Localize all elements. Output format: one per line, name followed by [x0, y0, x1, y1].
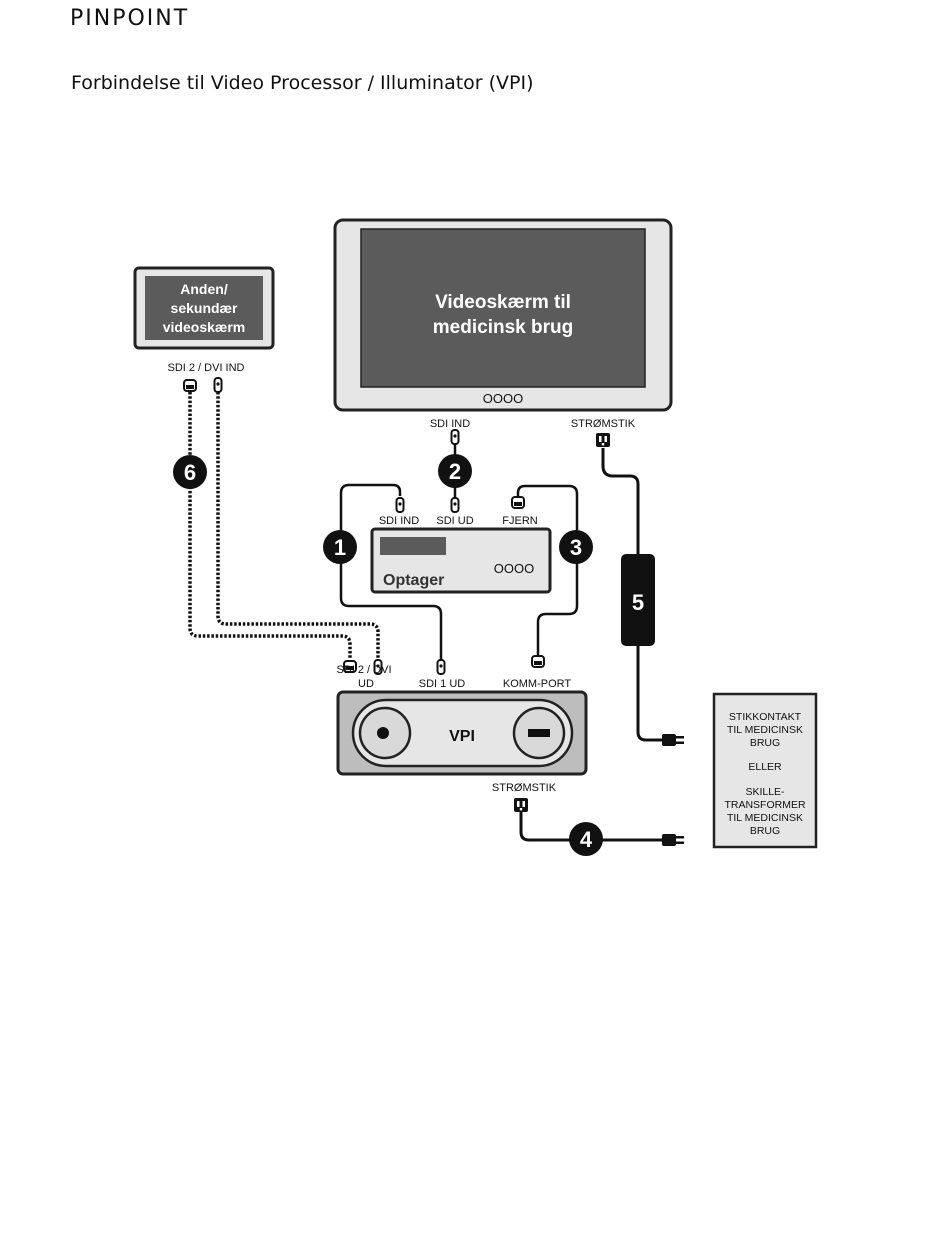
outlet-text-line8: BRUG: [750, 825, 780, 837]
outlet-text-line3: BRUG: [750, 737, 780, 749]
outlet-text-line6: TRANSFORMER: [724, 799, 806, 811]
label-vpi-comm: KOMM-PORT: [503, 678, 572, 690]
cable-5: [601, 448, 664, 742]
cable-4: [519, 812, 664, 842]
power-outlet-box: STIKKONTAKT TIL MEDICINSK BRUG ELLER SKI…: [712, 692, 818, 849]
vpi-power-plug: [514, 798, 528, 812]
callout-4: 4: [569, 822, 603, 856]
label-recorder-remote: FJERN: [502, 515, 538, 527]
callout-4-number: 4: [580, 827, 593, 852]
outlet-text-line7: TIL MEDICINSK: [727, 812, 803, 824]
callout-2-number: 2: [449, 459, 461, 484]
vpi-label: VPI: [449, 728, 475, 745]
vpi-unit: VPI: [336, 690, 588, 776]
callout-5-number: 5: [632, 590, 644, 615]
monitor-power-plug: [596, 433, 610, 447]
outlet-text-line4: ELLER: [748, 761, 782, 773]
callout-2: 2: [438, 454, 472, 488]
power-adapter: [621, 554, 655, 646]
page-title: Forbindelse til Video Processor / Illumi…: [71, 72, 534, 94]
label-vpi-power: STRØMSTIK: [492, 782, 557, 794]
secondary-monitor: Anden/ sekundær videoskærm: [133, 266, 275, 350]
recorder-label: Optager: [383, 572, 444, 589]
callout-1: 1: [323, 530, 357, 564]
callout-6: 6: [173, 455, 207, 489]
secondary-label-line2: sekundær: [171, 300, 238, 316]
vpi-sdi1-connector: [436, 659, 446, 675]
label-monitor-power: STRØMSTIK: [571, 418, 636, 430]
outlet-plug-5: [662, 734, 684, 746]
recorder-sdi-in-connector: [395, 497, 405, 513]
label-recorder-sdi-in: SDI IND: [379, 515, 419, 527]
label-vpi-sdi2-line2: UD: [358, 678, 374, 690]
monitor-buttons: OOOO: [483, 391, 523, 406]
recorder-remote-connector: [511, 496, 525, 509]
callout-5: 5: [632, 590, 644, 615]
cable-6b: [216, 392, 380, 660]
recorder-sdi-out-connector: [450, 497, 460, 513]
cables: [188, 392, 664, 842]
callout-6-number: 6: [184, 460, 196, 485]
label-recorder-sdi-out: SDI UD: [436, 515, 473, 527]
vpi-comm-connector: [531, 655, 545, 668]
secondary-label-line1: Anden/: [180, 281, 228, 297]
outlet-plug-4: [662, 834, 684, 846]
outlet-text-line5: SKILLE-: [745, 786, 785, 798]
secondary-dvi-connector: [183, 379, 197, 392]
monitor-sdi-connector: [450, 429, 460, 445]
cable-6a: [188, 392, 352, 658]
outlet-text-line2: TIL MEDICINSK: [727, 724, 803, 736]
callout-3-number: 3: [570, 535, 582, 560]
label-monitor-sdi-in: SDI IND: [430, 418, 470, 430]
recorder-buttons: OOOO: [494, 561, 534, 576]
brand-logo: PINPOINT: [70, 6, 190, 31]
label-vpi-sdi2-line1: SDI 2 / DVI: [336, 664, 391, 676]
outlet-text-line1: STIKKONTAKT: [729, 711, 802, 723]
label-secondary-in: SDI 2 / DVI IND: [167, 362, 244, 374]
medical-monitor: Videoskærm til medicinsk brug OOOO: [333, 218, 673, 412]
monitor-label-line2: medicinsk brug: [433, 317, 573, 338]
monitor-label-line1: Videoskærm til: [435, 292, 571, 313]
secondary-sdi-connector: [213, 377, 223, 393]
callout-1-number: 1: [334, 535, 346, 560]
label-vpi-sdi1: SDI 1 UD: [419, 678, 466, 690]
callout-3: 3: [559, 530, 593, 564]
secondary-label-line3: videoskærm: [163, 319, 245, 335]
recorder: Optager OOOO: [370, 527, 552, 594]
connectors: [183, 377, 684, 846]
